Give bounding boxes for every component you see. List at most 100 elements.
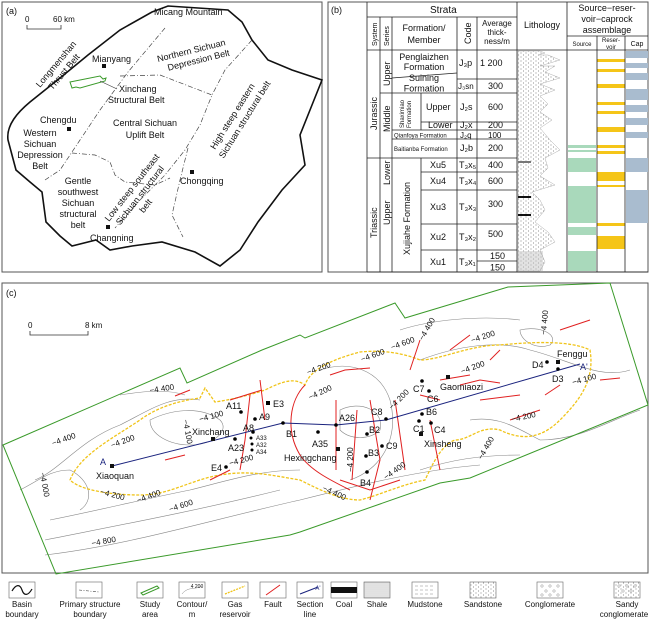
svg-text:−4 600: −4 600 — [168, 498, 195, 514]
svg-text:Mudstone: Mudstone — [407, 600, 443, 609]
svg-text:Xinchang: Xinchang — [119, 84, 157, 94]
svg-text:Reser-: Reser- — [602, 38, 620, 44]
svg-text:300: 300 — [488, 81, 503, 91]
panel-c-label: (c) — [6, 288, 17, 298]
svg-text:area: area — [142, 610, 159, 619]
svg-text:150: 150 — [490, 263, 505, 273]
svg-text:J₂s: J₂s — [460, 102, 473, 112]
svg-text:−4 200: −4 200 — [99, 487, 126, 502]
place-chongqing: Chongqing — [180, 176, 224, 186]
town-xinsheng: Xinsheng — [424, 439, 462, 449]
svg-text:Primary structure: Primary structure — [60, 600, 121, 609]
svg-text:150: 150 — [490, 251, 505, 261]
well-icon — [380, 444, 384, 448]
svg-text:Sandy: Sandy — [616, 600, 639, 609]
section-end-label: A' — [580, 362, 588, 372]
svg-text:boundary: boundary — [73, 610, 106, 619]
town-xiaoquan: Xiaoquan — [96, 471, 134, 481]
panel-a-map: (a) 0 60 km Micang Mountain Mianyang Che… — [1, 1, 324, 273]
svg-text:−4 600: −4 600 — [390, 335, 417, 352]
place-changning: Changning — [90, 233, 134, 243]
region-central-sichuan: Central Sichuan Uplift Belt — [113, 118, 177, 140]
svg-text:boundary: boundary — [5, 610, 38, 619]
svg-text:Gas: Gas — [228, 600, 243, 609]
region-northern-sichuan: Northern Sichuan Depression Belt — [156, 37, 231, 72]
svg-text:Depression: Depression — [17, 150, 63, 160]
city-marker-icon — [106, 225, 110, 229]
svg-text:Qianfoya Formation: Qianfoya Formation — [394, 134, 447, 140]
svg-text:Xujiahe Formation: Xujiahe Formation — [402, 182, 412, 255]
city-marker-icon — [190, 170, 194, 174]
svg-text:−4 200: −4 200 — [228, 453, 255, 468]
header-assemblage: Source−reser- voir−caprock assemblage — [578, 3, 635, 35]
svg-text:Conglomerate: Conglomerate — [525, 600, 576, 609]
svg-text:Suining: Suining — [409, 73, 439, 83]
svg-text:−4 200: −4 200 — [460, 359, 487, 376]
town-gaomiaozi: Gaomiaozi — [440, 382, 483, 392]
well-label: A35 — [312, 439, 328, 449]
well-icon — [250, 448, 254, 452]
well-icon — [316, 430, 320, 434]
svg-text:Penglaizhen: Penglaizhen — [399, 52, 449, 62]
well-icon — [556, 367, 560, 371]
svg-text:Member: Member — [407, 35, 440, 45]
svg-text:T₃x₁: T₃x₁ — [459, 257, 476, 267]
well-label: C8 — [371, 407, 383, 417]
svg-text:−4 200: −4 200 — [511, 410, 538, 424]
svg-text:T₃x₂: T₃x₂ — [459, 232, 477, 242]
well-label: C1 — [413, 424, 425, 434]
well-label: A23 — [228, 443, 244, 453]
svg-text:500: 500 — [488, 229, 503, 239]
svg-text:Uplift Belt: Uplift Belt — [126, 130, 165, 140]
svg-text:Gentle: Gentle — [65, 176, 92, 186]
well-icon — [417, 419, 421, 423]
header-lithology: Lithology — [524, 20, 561, 30]
well-label: D4 — [532, 360, 544, 370]
well-label: B1 — [286, 429, 297, 439]
well-label: E3 — [273, 399, 284, 409]
svg-text:−4 400: −4 400 — [149, 383, 175, 395]
svg-text:300: 300 — [488, 199, 503, 209]
table-row: Qianfoya Formation J₂q 100 — [394, 131, 502, 140]
town-marker-icon — [336, 447, 340, 451]
svg-text:600: 600 — [488, 176, 503, 186]
table-row: Xu3 T₃x₃ 300 — [430, 199, 503, 212]
svg-text:−4 000: −4 000 — [38, 472, 51, 498]
svg-text:−4 200: −4 200 — [307, 383, 334, 402]
svg-text:Formation: Formation — [404, 84, 445, 94]
svg-text:Shale: Shale — [367, 600, 388, 609]
region-gentle-southwest: Gentle southwest Sichuan structural belt — [58, 176, 99, 230]
table-row: Lower J₂x 200 — [428, 120, 503, 130]
svg-text:−4 200: −4 200 — [306, 360, 333, 377]
town-marker-icon — [556, 360, 560, 364]
well-icon — [420, 379, 424, 383]
svg-text:J₂q: J₂q — [460, 131, 472, 140]
svg-text:Xu1: Xu1 — [430, 257, 446, 267]
table-row: Baitianba Formation J₂b 200 — [394, 143, 503, 153]
svg-text:8 km: 8 km — [85, 321, 103, 330]
panel-a-frame — [1, 1, 323, 273]
well-label: A8 — [243, 423, 254, 433]
coal-bed — [518, 214, 531, 216]
system-triassic: Triassic — [369, 207, 379, 238]
svg-text:−4 400: −4 400 — [51, 431, 78, 448]
cap-column-fills — [626, 51, 648, 223]
well-label: C6 — [427, 394, 439, 404]
svg-text:Central Sichuan: Central Sichuan — [113, 118, 177, 128]
basin-boundary — [7, 5, 324, 267]
strata-rows: Penglaizhen Formation J₃p 1 200 Suining … — [394, 52, 505, 273]
legend-conglomerate: Conglomerate — [525, 581, 576, 609]
svg-text:−4 400: −4 400 — [476, 435, 496, 461]
section-start-label: A — [100, 457, 106, 467]
svg-text:Sichuan: Sichuan — [62, 198, 95, 208]
svg-text:100: 100 — [488, 131, 502, 140]
svg-text:−4 100: −4 100 — [571, 372, 598, 387]
svg-text:Basin: Basin — [12, 600, 32, 609]
well-icon — [429, 421, 433, 425]
well-label: C9 — [386, 441, 398, 451]
